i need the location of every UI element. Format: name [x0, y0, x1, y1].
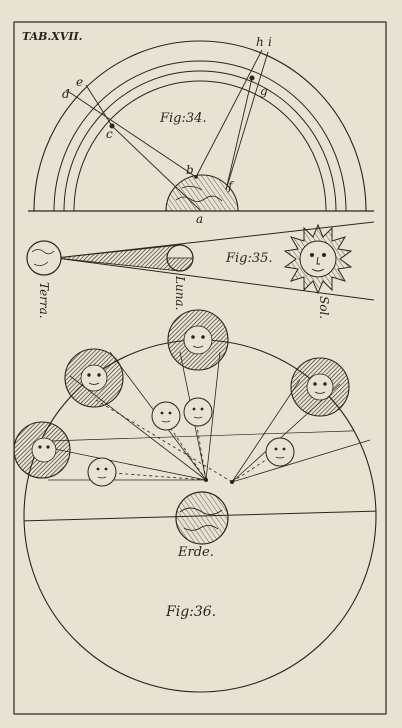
ray-e-c [85, 84, 113, 127]
moon-face-1 [151, 401, 181, 431]
moon-face-4 [87, 457, 117, 487]
plate-tab-label: TAB.XVII. [22, 30, 83, 43]
ray-g-f [225, 77, 253, 191]
erde-label: Erde. [177, 545, 214, 560]
sun-face-left [64, 348, 124, 408]
point-label-d: d [62, 87, 70, 101]
fig36-diagram: Erde. Fig:36. [13, 309, 377, 693]
point-label-g: g [260, 84, 268, 98]
sun-face-top [167, 309, 229, 371]
luna-label: Luna. [173, 275, 187, 310]
point-label-i: i [268, 35, 272, 49]
outer-arc [33, 40, 367, 212]
sun-face-right [290, 357, 350, 417]
erde-globe [175, 478, 234, 545]
point-label-c: c [106, 127, 113, 141]
sun-face-far-left [13, 421, 71, 479]
moon-face-3 [265, 437, 295, 467]
terra-globe [26, 240, 62, 276]
ray-d-b [65, 89, 197, 178]
atmosphere-arc-outer [53, 60, 347, 212]
ray-c-a [111, 125, 201, 211]
luna-disc [166, 244, 194, 272]
fig35-diagram: Fig:35. Terra. Luna. Sol. [26, 221, 375, 319]
point-label-e: e [76, 75, 83, 89]
ray-h-b [195, 49, 263, 178]
point-label-a: a [196, 212, 203, 226]
sol-sun-icon [283, 223, 353, 295]
ray-i-f [225, 51, 269, 191]
point-label-f: f [227, 179, 235, 193]
moon-face-2 [183, 397, 213, 427]
fig35-title: Fig:35. [225, 251, 273, 266]
plate-frame [13, 21, 387, 715]
point-label-h: h [256, 35, 264, 49]
terra-label: Terra. [37, 282, 51, 319]
sol-label: Sol. [317, 296, 331, 319]
fig34-diagram: TAB.XVII. Fig:34. d e c b a f g h i [22, 30, 374, 226]
point-label-b: b [186, 163, 194, 177]
fig36-title: Fig:36. [165, 604, 216, 620]
atmosphere-arc-inner [73, 80, 327, 212]
fig34-title: Fig:34. [159, 111, 207, 126]
earth-hemisphere [165, 174, 239, 212]
atmosphere-arc-mid [63, 70, 337, 212]
